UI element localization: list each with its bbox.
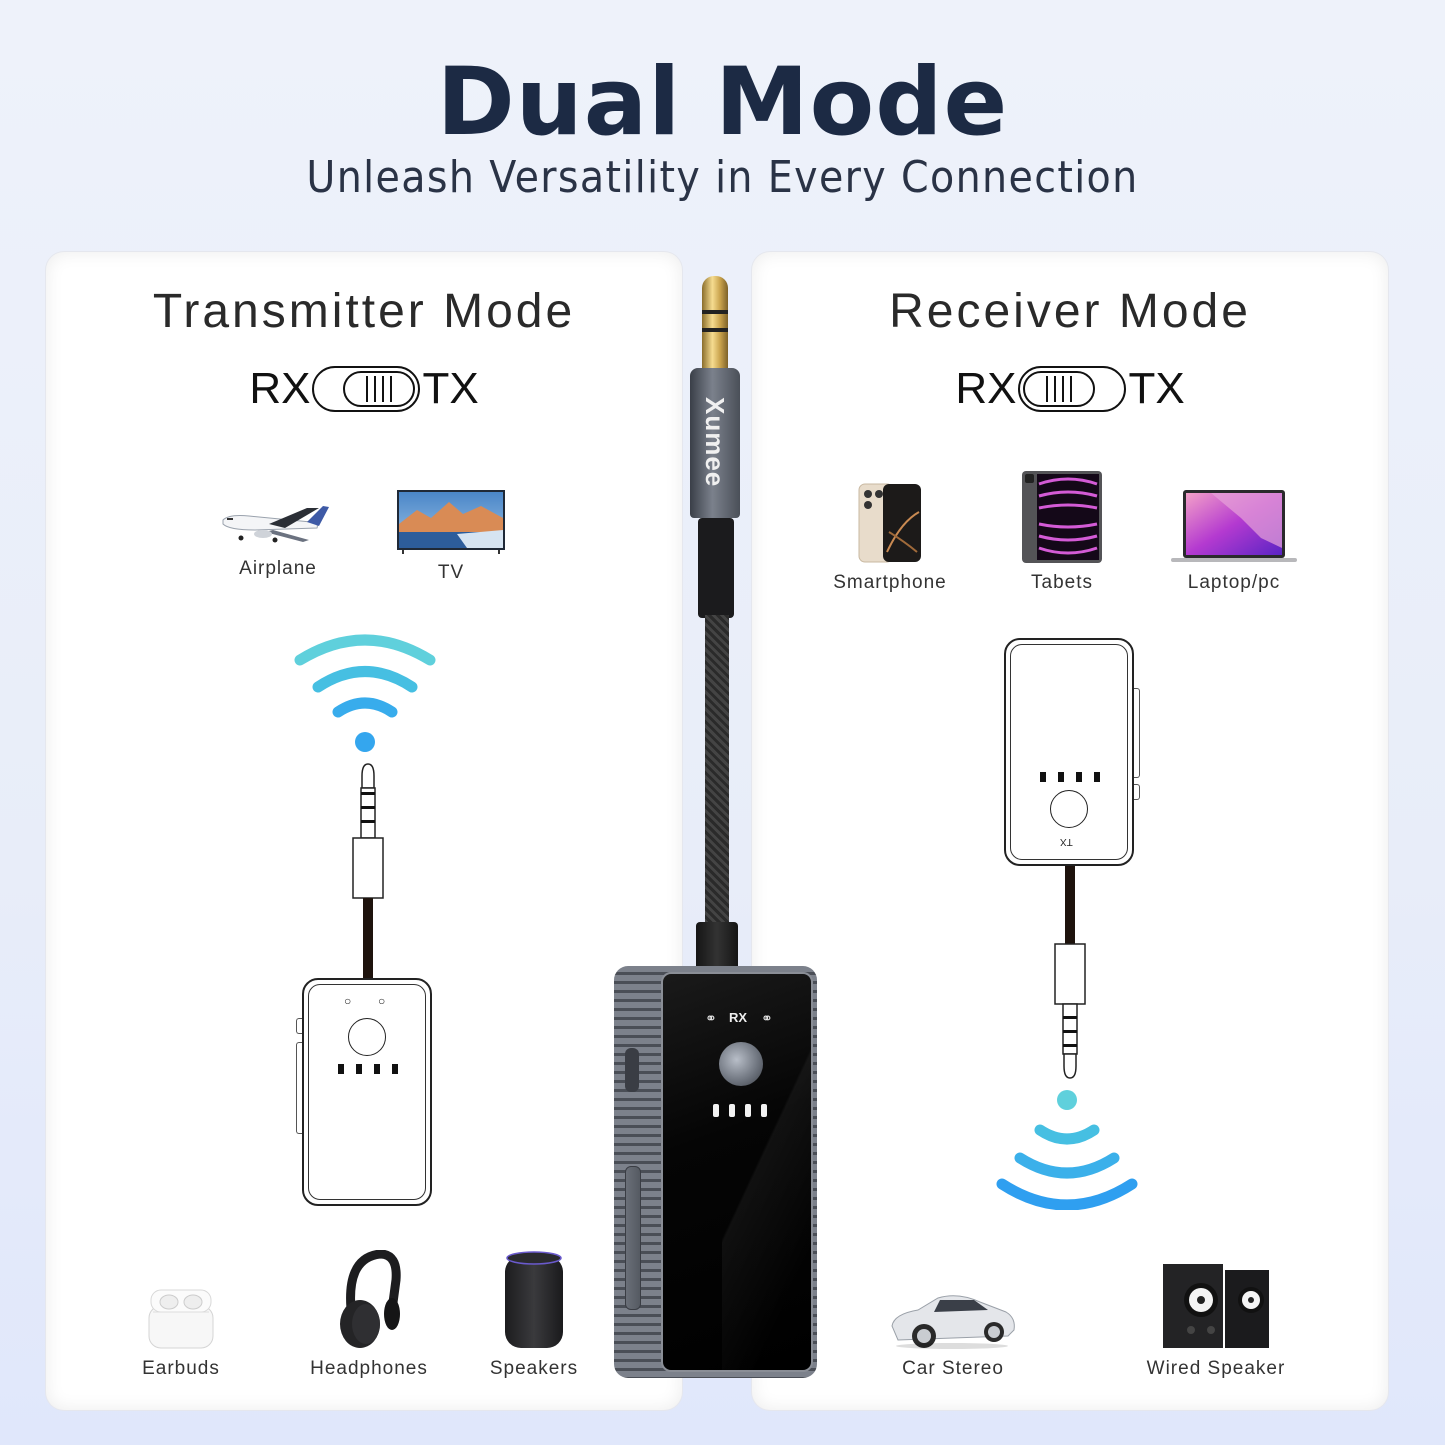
cable-connector-housing [690,368,740,518]
switch-rx-label: RX [249,364,311,413]
led-indicators [713,1104,767,1117]
transmitter-device-diagram: ○ ○ [302,978,432,1206]
laptop-icon [1171,484,1297,564]
output-earbuds: Earbuds [136,1280,226,1380]
rx-tx-slide-switch [625,1048,639,1092]
airplane-icon [219,488,337,550]
smartphone-icon [857,480,923,564]
wired-speaker-label: Wired Speaker [1146,1358,1286,1379]
wireless-signal-icon [996,1090,1138,1210]
device-tx-label: TX [1060,836,1073,847]
earbuds-icon [145,1280,217,1350]
headphone-icon: ⚭ [761,1010,773,1027]
airplane-label: Airplane [239,558,317,579]
receiver-mode-panel: Receiver Mode RX TX Smartphone [752,252,1388,1410]
bookshelf-speaker-icon [1161,1256,1271,1350]
output-car-stereo: Car Stereo [878,1272,1028,1380]
brand-logo: Xumee [700,396,730,488]
tablet-icon [1021,470,1103,564]
switch-tx-label: TX [1128,364,1185,413]
bluetooth-adapter-face: ⚭ RX ⚭ [661,972,813,1372]
volume-buttons [625,1166,641,1310]
switch-rx-label: RX [955,364,1017,413]
output-headphones: Headphones [304,1248,434,1380]
braided-cable [705,615,729,927]
source-tablet: Tabets [1010,470,1114,594]
multi-function-button-icon [1050,790,1088,828]
mode-label: RX [729,1010,747,1025]
multi-function-button-icon [719,1042,763,1086]
tablet-label: Tabets [1031,572,1093,593]
multi-function-button-icon [348,1018,386,1056]
source-tv: TV [396,488,506,584]
receiver-device-diagram: TX [1004,638,1134,866]
headphones-label: Headphones [310,1358,428,1379]
led-indicators [338,1064,398,1074]
car-stereo-label: Car Stereo [902,1358,1004,1379]
rx-tx-toggle-icon [312,366,421,412]
cable-strain-relief [698,518,734,618]
laptop-label: Laptop/pc [1187,572,1281,593]
rx-tx-toggle-icon [1018,366,1127,412]
wireless-signal-icon [294,634,436,752]
output-wired-speaker: Wired Speaker [1136,1256,1296,1380]
page-subtitle: Unleash Versatility in Every Connection [306,152,1139,203]
receiver-mode-title: Receiver Mode [889,285,1251,338]
source-laptop: Laptop/pc [1166,484,1302,594]
output-speakers: Speakers [482,1248,586,1380]
headphone-icon: ⚭ [705,1010,717,1026]
headphone-port-icon: ○ [344,994,352,1008]
audio-jack-icon [1054,866,1086,1079]
smartphone-label: Smartphone [833,572,947,593]
earbuds-label: Earbuds [142,1358,220,1379]
smart-speaker-icon [503,1248,565,1350]
speakers-label: Speakers [489,1358,579,1379]
cable-strain-relief [696,922,738,970]
audio-jack-icon [352,763,384,982]
transmitter-mode-title: Transmitter Mode [152,285,576,338]
aux-plug-icon [702,276,728,372]
tv-label: TV [437,562,465,583]
switch-tx-label: TX [422,364,479,413]
led-indicators [1040,772,1100,782]
headphone-port-icon: ○ [378,994,386,1008]
page-title: Dual Mode [436,48,1009,157]
tv-icon [397,488,505,554]
mode-switch-rx: RX TX [752,364,1388,414]
source-airplane: Airplane [218,488,338,580]
car-icon [888,1272,1018,1350]
source-smartphone: Smartphone [828,480,952,594]
mode-switch-tx: RX TX [46,364,682,414]
transmitter-mode-panel: Transmitter Mode RX TX Airplane [46,252,682,1410]
headphones-icon [334,1248,404,1350]
